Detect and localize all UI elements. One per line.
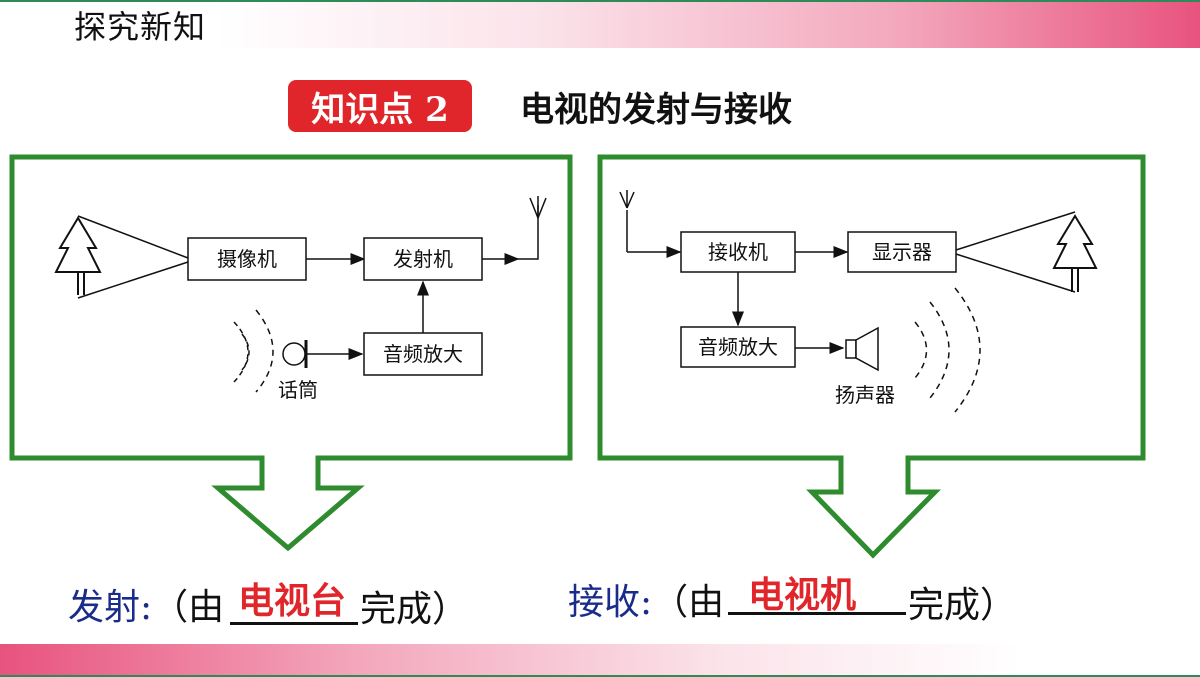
receive-result: 接收:（由 xyxy=(568,573,724,625)
speaker-label: 扬声器 xyxy=(835,383,895,407)
transmit-open-paren: （由 xyxy=(152,587,225,628)
section-title: 电视的发射与接收 xyxy=(520,90,792,130)
receive-answer: 电视机 xyxy=(748,575,857,616)
receive-frame xyxy=(597,154,1146,559)
transmit-answer: 电视台 xyxy=(238,581,347,622)
transmit-prefix: 发射: xyxy=(68,587,153,628)
camera-label: 摄像机 xyxy=(217,247,277,271)
antenna-icon xyxy=(619,190,635,252)
receive-open-paren: （由 xyxy=(652,582,725,623)
tree-icon xyxy=(54,216,102,295)
speaker-icon xyxy=(845,326,879,372)
receive-prefix: 接收: xyxy=(568,582,653,623)
camera-view-cone xyxy=(77,215,189,299)
audio-amp-box-right xyxy=(680,326,796,368)
display-box xyxy=(847,231,957,273)
antenna-icon xyxy=(518,196,547,260)
display-label: 显示器 xyxy=(872,240,932,264)
header-bar xyxy=(0,0,1200,48)
sound-wave-icon xyxy=(914,287,981,413)
transmit-answer-underline xyxy=(230,622,358,625)
transmitter-box xyxy=(363,237,483,281)
camera-box xyxy=(187,237,307,281)
audio-amp-label-left: 音频放大 xyxy=(383,342,463,366)
knowledge-point-badge: 知识点 2 xyxy=(288,80,472,132)
microphone-icon xyxy=(282,340,308,368)
footer-bar xyxy=(0,644,1200,677)
transmit-result: 发射:（由 xyxy=(68,578,224,630)
receive-answer-underline xyxy=(728,612,906,615)
transmit-complete: 完成） xyxy=(360,589,469,630)
sound-wave-icon xyxy=(233,309,274,393)
display-view-cone xyxy=(955,211,1076,293)
receiver-label: 接收机 xyxy=(708,240,768,264)
audio-amp-label-right: 音频放大 xyxy=(698,335,778,359)
microphone-label: 话筒 xyxy=(278,378,318,402)
transmitter-label: 发射机 xyxy=(393,247,453,271)
page-title: 探究新知 xyxy=(74,8,207,46)
receive-complete: 完成） xyxy=(908,585,1017,626)
tree-icon xyxy=(1052,214,1098,292)
transmit-frame xyxy=(9,154,573,552)
